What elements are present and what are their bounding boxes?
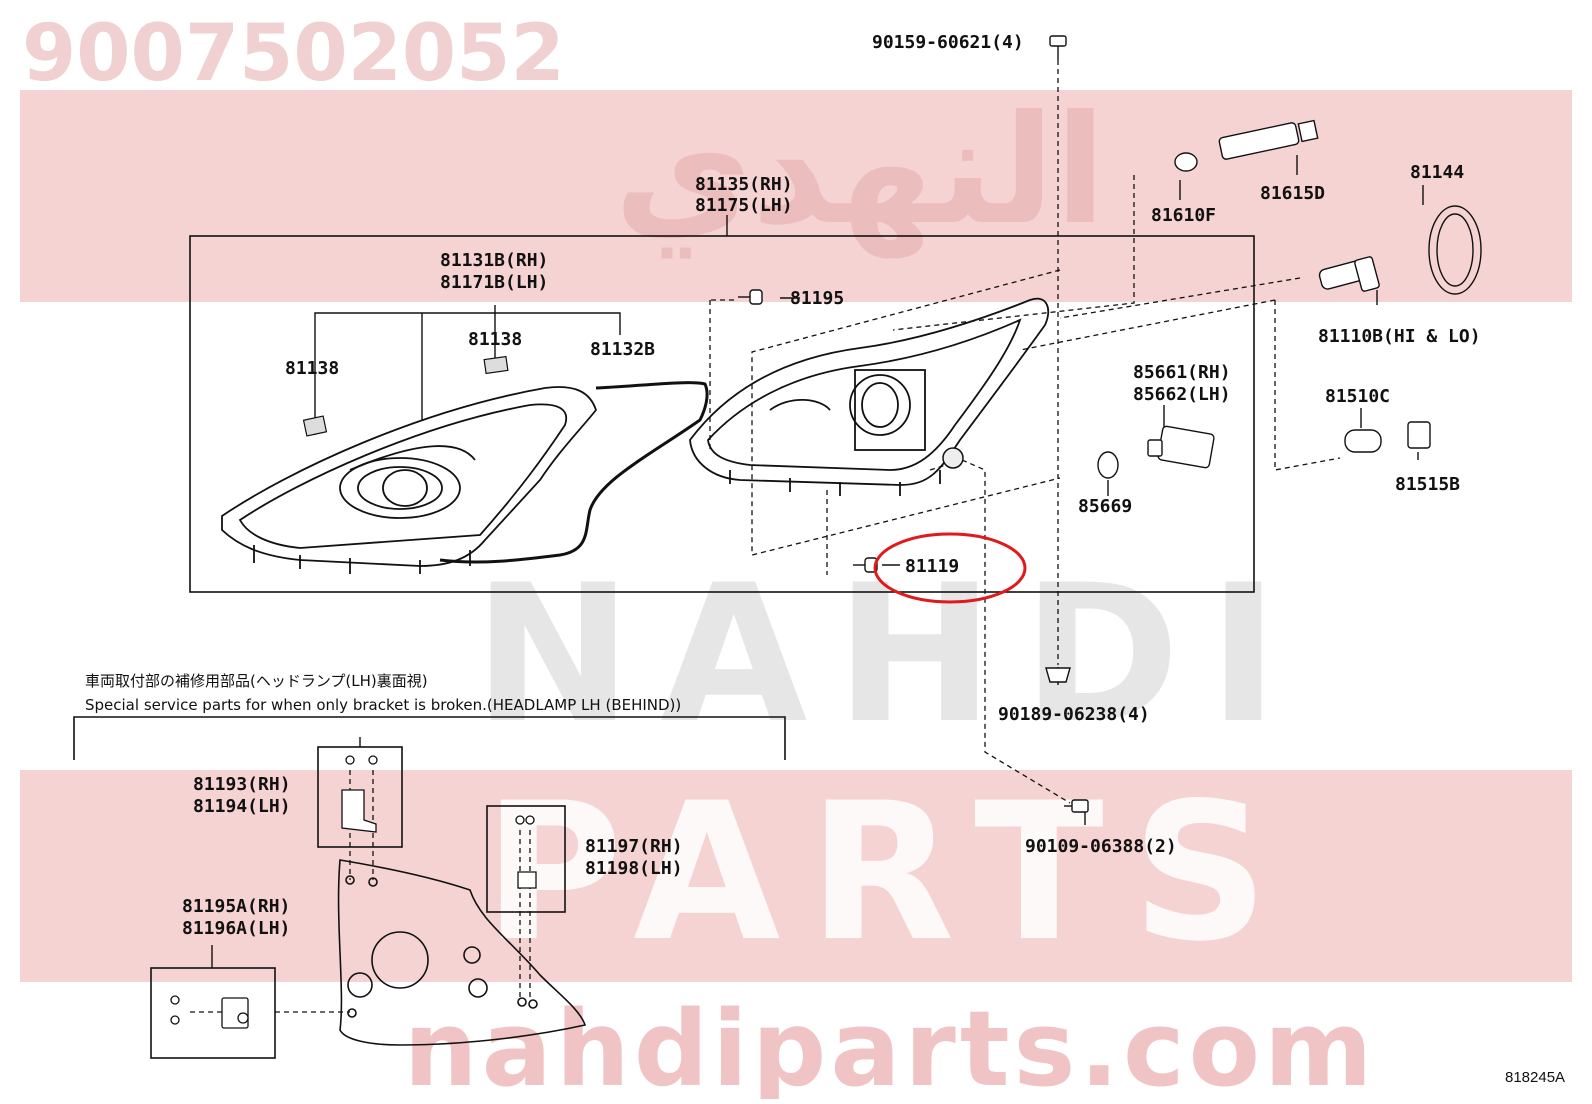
label-lens-lh: 81171B(LH) — [440, 272, 548, 293]
label-bulb-small: 81510C — [1325, 386, 1390, 407]
label-assy-lh: 81175(LH) — [695, 195, 793, 216]
reflectors — [302, 355, 509, 437]
note-text: 車両取付部の補修用部品(ヘッドランプ(LH)裏面視) Special servi… — [85, 672, 681, 714]
watermark-band-bottom — [20, 770, 1572, 982]
highlight-ring — [873, 532, 1027, 604]
label-bracket-c-lh: 81196A(LH) — [182, 918, 290, 939]
label-bracket-c-rh: 81195A(RH) — [182, 896, 290, 917]
headlamp-lens — [221, 386, 598, 574]
cover-81144 — [1428, 205, 1482, 295]
watermark-layer: النهدي NAHDI PARTS nahdiparts.com 900750… — [20, 9, 1572, 1104]
label-assy-rh: 81135(RH) — [695, 174, 793, 195]
label-bracket-b-rh: 81197(RH) — [585, 836, 683, 857]
bracket-b-box — [486, 805, 566, 913]
bulb-81110b — [1318, 256, 1380, 292]
bracket-parts — [170, 755, 537, 1029]
watermark-arabic: النهدي — [614, 84, 1106, 259]
label-bracket-a-rh: 81193(RH) — [193, 774, 291, 795]
label-screw-upper: 81195 — [790, 288, 844, 309]
note-japanese: 車両取付部の補修用部品(ヘッドランプ(LH)裏面視) — [85, 672, 428, 690]
label-cap: 81610F — [1151, 205, 1216, 226]
label-screw-lower: 81119 — [905, 556, 959, 577]
watermark-website: nahdiparts.com — [404, 988, 1377, 1099]
assembly-frame — [189, 235, 1255, 593]
label-bracket-a-lh: 81194(LH) — [193, 796, 291, 817]
bracket-a-part — [341, 755, 378, 833]
reflector-left — [302, 415, 328, 437]
reflector-mid — [483, 355, 509, 375]
watermark-nahdi: NAHDI — [473, 544, 1306, 765]
socket-81515b — [1407, 421, 1431, 449]
label-bracket-b-lh: 81198(LH) — [585, 858, 683, 879]
callout-labels: 90159-60621(4) 81135(RH) 81175(LH) 81131… — [182, 32, 1481, 939]
socket-81615d — [1218, 119, 1319, 160]
housing-connector — [942, 447, 964, 469]
note-english: Special service parts for when only brac… — [85, 696, 681, 714]
label-lens-rh: 81131B(RH) — [440, 250, 548, 271]
bracket-b-part — [515, 815, 537, 889]
bracket-panel — [337, 859, 587, 1046]
label-bolt-top: 90159-60621(4) — [872, 32, 1024, 53]
label-clip: 90189-06238(4) — [998, 704, 1150, 725]
hardware — [738, 35, 1482, 813]
label-cover: 81144 — [1410, 162, 1464, 183]
leader-lines — [211, 155, 1424, 968]
cap-81610f — [1174, 152, 1198, 172]
label-small-socket: 81515B — [1395, 474, 1460, 495]
oring-85669 — [1097, 451, 1119, 479]
watermark-part-number: 9007502052 — [22, 9, 565, 99]
label-actuator-rh: 85661(RH) — [1133, 362, 1231, 383]
actuator-85661 — [1147, 425, 1215, 469]
watermark-parts: PARTS — [483, 762, 1296, 983]
label-socket: 81615D — [1260, 183, 1325, 204]
label-reflector-mid: 81138 — [468, 329, 522, 350]
bolt-top — [1049, 35, 1067, 60]
label-gasket: 81132B — [590, 339, 655, 360]
bolt-bottom — [1064, 799, 1089, 813]
clip-90189 — [1045, 667, 1071, 683]
bulb-81510c — [1344, 429, 1382, 453]
figure-code: 818245A — [1505, 1069, 1565, 1086]
bracket-c-box — [150, 967, 276, 1059]
label-bulb-main: 81110B(HI & LO) — [1318, 326, 1481, 347]
bracket-c-part — [170, 995, 249, 1029]
label-reflector-left: 81138 — [285, 358, 339, 379]
service-parts-frame — [73, 716, 786, 760]
frames — [73, 235, 1255, 1059]
label-oring: 85669 — [1078, 496, 1132, 517]
label-actuator-lh: 85662(LH) — [1133, 384, 1231, 405]
headlamp-housing — [689, 297, 1050, 496]
label-bolt-bottom: 90109-06388(2) — [1025, 836, 1177, 857]
gasket-seal — [439, 381, 709, 564]
screw-81195 — [738, 289, 763, 305]
